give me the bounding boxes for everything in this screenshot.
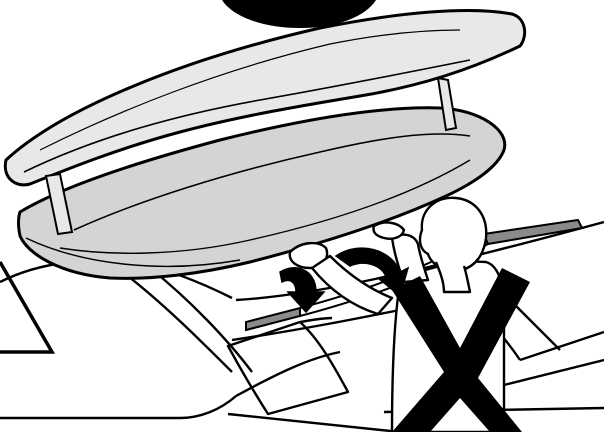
warning-triangle-icon xyxy=(0,262,52,352)
